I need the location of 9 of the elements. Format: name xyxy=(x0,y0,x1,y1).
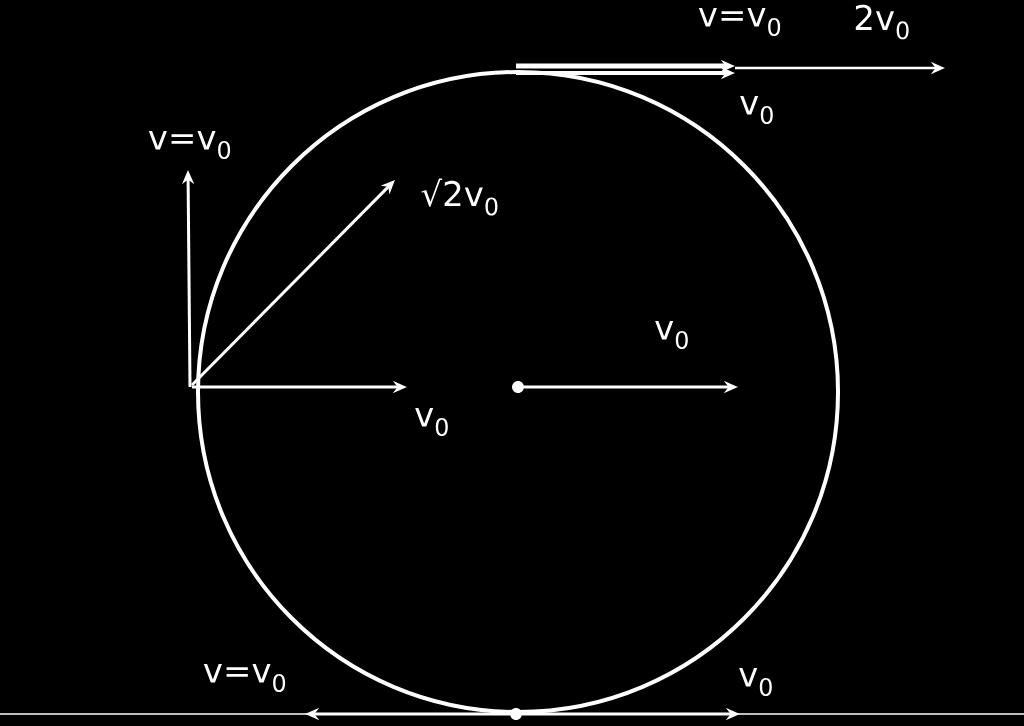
velocity-label: v=v$_{0}$ xyxy=(203,664,286,692)
velocity-label: 2v$_{0}$ xyxy=(855,4,909,40)
velocity-label: v$_{0}$ xyxy=(415,408,448,436)
velocity-label: v$_{0}$ xyxy=(739,668,772,696)
velocity-label: v$_{0}$ xyxy=(655,321,688,349)
velocity-label: v=v$_{0}$ xyxy=(148,131,231,159)
velocity-label: v$_{0}$ xyxy=(740,96,773,124)
velocity-label: v=v$_{0}$ xyxy=(698,8,781,36)
velocity-label: √2v$_{0}$ xyxy=(421,178,498,216)
